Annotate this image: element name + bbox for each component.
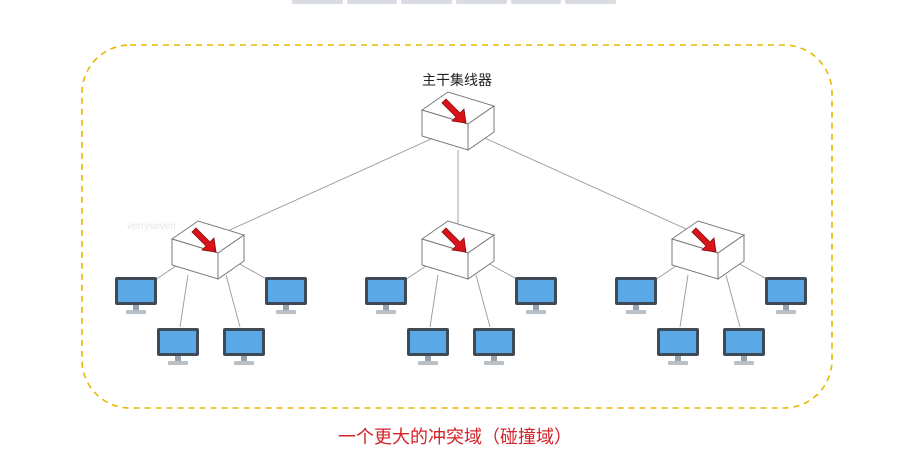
toolbar-tab-1[interactable]	[292, 0, 343, 4]
computer-icon	[473, 328, 515, 365]
link-backbone-left	[211, 134, 441, 239]
hub-right	[671, 220, 745, 280]
toolbar-tab-6[interactable]	[565, 0, 617, 4]
computer-icon	[723, 328, 765, 365]
toolbar-tab-4[interactable]	[456, 0, 507, 4]
hub-middle	[421, 220, 495, 280]
backbone-hub	[421, 91, 495, 151]
toolbar-tab-3[interactable]	[401, 0, 453, 4]
backbone-links	[211, 134, 707, 239]
computer-icon	[157, 328, 199, 365]
computer-icon	[223, 328, 265, 365]
hub-left	[171, 220, 245, 280]
link-backbone-right	[477, 134, 707, 239]
diagram-caption: 一个更大的冲突域（碰撞域）	[338, 427, 572, 448]
computer-icon	[615, 277, 657, 314]
computer-icon	[407, 328, 449, 365]
collision-domain-boundary	[81, 44, 833, 409]
computer-icon	[657, 328, 699, 365]
backbone-hub-label: 主干集线器	[422, 73, 492, 89]
top-toolbar	[292, 0, 617, 4]
computer-icon	[115, 277, 157, 314]
watermark: verryseven	[127, 221, 176, 232]
computer-icon	[265, 277, 307, 314]
toolbar-tab-2[interactable]	[346, 0, 398, 4]
toolbar-tab-5[interactable]	[510, 0, 562, 4]
computer-icon	[765, 277, 807, 314]
computer-icon	[365, 277, 407, 314]
computer-icon	[515, 277, 557, 314]
